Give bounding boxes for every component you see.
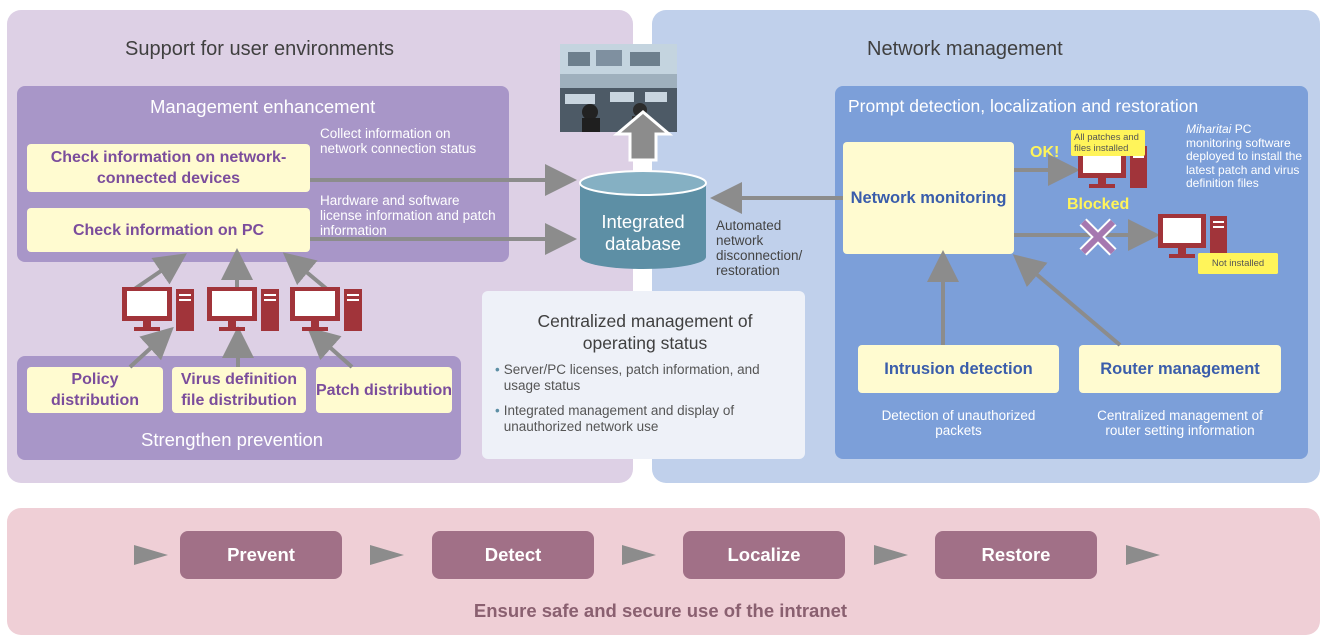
miharitai-name: Miharitai: [1186, 122, 1232, 136]
pc-icon: [1158, 214, 1227, 258]
operations-room-photo: [560, 44, 677, 132]
check-pc-box: Check information on PC: [27, 208, 310, 252]
step-prevent: Prevent: [180, 531, 342, 579]
check-devices-box: Check information on network-connected d…: [27, 144, 310, 192]
patch-distribution-box: Patch distribution: [316, 367, 452, 413]
pc-icon: [122, 287, 194, 331]
database-label-line2: database: [605, 233, 681, 254]
intrusion-detection-box: Intrusion detection: [858, 345, 1059, 393]
miharitai-note: Miharitai PC monitoring software deploye…: [1186, 122, 1304, 191]
intranet-caption: Ensure safe and secure use of the intran…: [473, 600, 848, 621]
pc1-up-arrow: [131, 253, 187, 292]
database-label-line1: Integrated: [601, 211, 684, 232]
hardware-license-note: Hardware and software license informatio…: [320, 193, 496, 238]
pc-icon: [207, 287, 279, 331]
management-enhancement-title: Management enhancement: [150, 96, 376, 117]
patch-arrow: [307, 327, 354, 369]
bullet-item: •Server/PC licenses, patch information, …: [495, 362, 795, 394]
prompt-detection-title: Prompt detection, localization and resto…: [848, 96, 1199, 116]
step-localize: Localize: [683, 531, 845, 579]
process-arrow-icon: [874, 545, 908, 565]
collect-network-note: Collect information on network connectio…: [320, 126, 477, 156]
pc3-up-arrow: [282, 252, 330, 292]
pc-icon: [290, 287, 362, 331]
policy-distribution-box: Policy distribution: [27, 367, 163, 413]
miharitai-text: PC monitoring software deployed to insta…: [1186, 122, 1303, 190]
blocked-cross-icon: [1079, 218, 1117, 256]
not-installed-tag-overlay: Not installed: [1198, 253, 1278, 274]
strengthen-prevention-title: Strengthen prevention: [141, 429, 324, 450]
policy-arrow: [128, 326, 174, 369]
database-icon: [579, 170, 707, 269]
virus-definition-box: Virus definition file distribution: [172, 367, 306, 413]
router-arrow: [1012, 254, 1122, 347]
process-arrow-icon: [134, 545, 168, 565]
centralized-management-title: Centralized management of operating stat…: [537, 311, 753, 353]
bullet-text: Integrated management and display of una…: [503, 403, 735, 434]
up-arrow-icon: [612, 110, 674, 162]
step-restore: Restore: [935, 531, 1097, 579]
step-detect: Detect: [432, 531, 594, 579]
network-management-title: Network management: [867, 38, 1063, 60]
intrusion-note: Detection of unauthorized packets: [881, 408, 1036, 438]
bullet-dot: •: [495, 403, 500, 418]
process-arrow-icon: [622, 545, 656, 565]
network-monitoring-box: Network monitoring: [843, 142, 1014, 254]
process-arrow-icon: [370, 545, 404, 565]
process-arrow-icon: [1126, 545, 1160, 565]
bullet-item: •Integrated management and display of un…: [495, 403, 795, 435]
bullet-text: Server/PC licenses, patch information, a…: [503, 362, 760, 393]
centralized-management-box: [482, 291, 805, 459]
user-environment-title: Support for user environments: [125, 38, 395, 60]
installed-tag-overlay: All patches and files installed: [1071, 130, 1145, 156]
bullet-dot: •: [495, 362, 500, 377]
router-management-box: Router management: [1079, 345, 1281, 393]
router-note: Centralized management of router setting…: [1097, 408, 1263, 438]
automated-disconnection-note: Automated network disconnection/ restora…: [716, 218, 803, 278]
blocked-label: Blocked: [1067, 196, 1130, 213]
centralized-bullets: •Server/PC licenses, patch information, …: [495, 362, 795, 435]
